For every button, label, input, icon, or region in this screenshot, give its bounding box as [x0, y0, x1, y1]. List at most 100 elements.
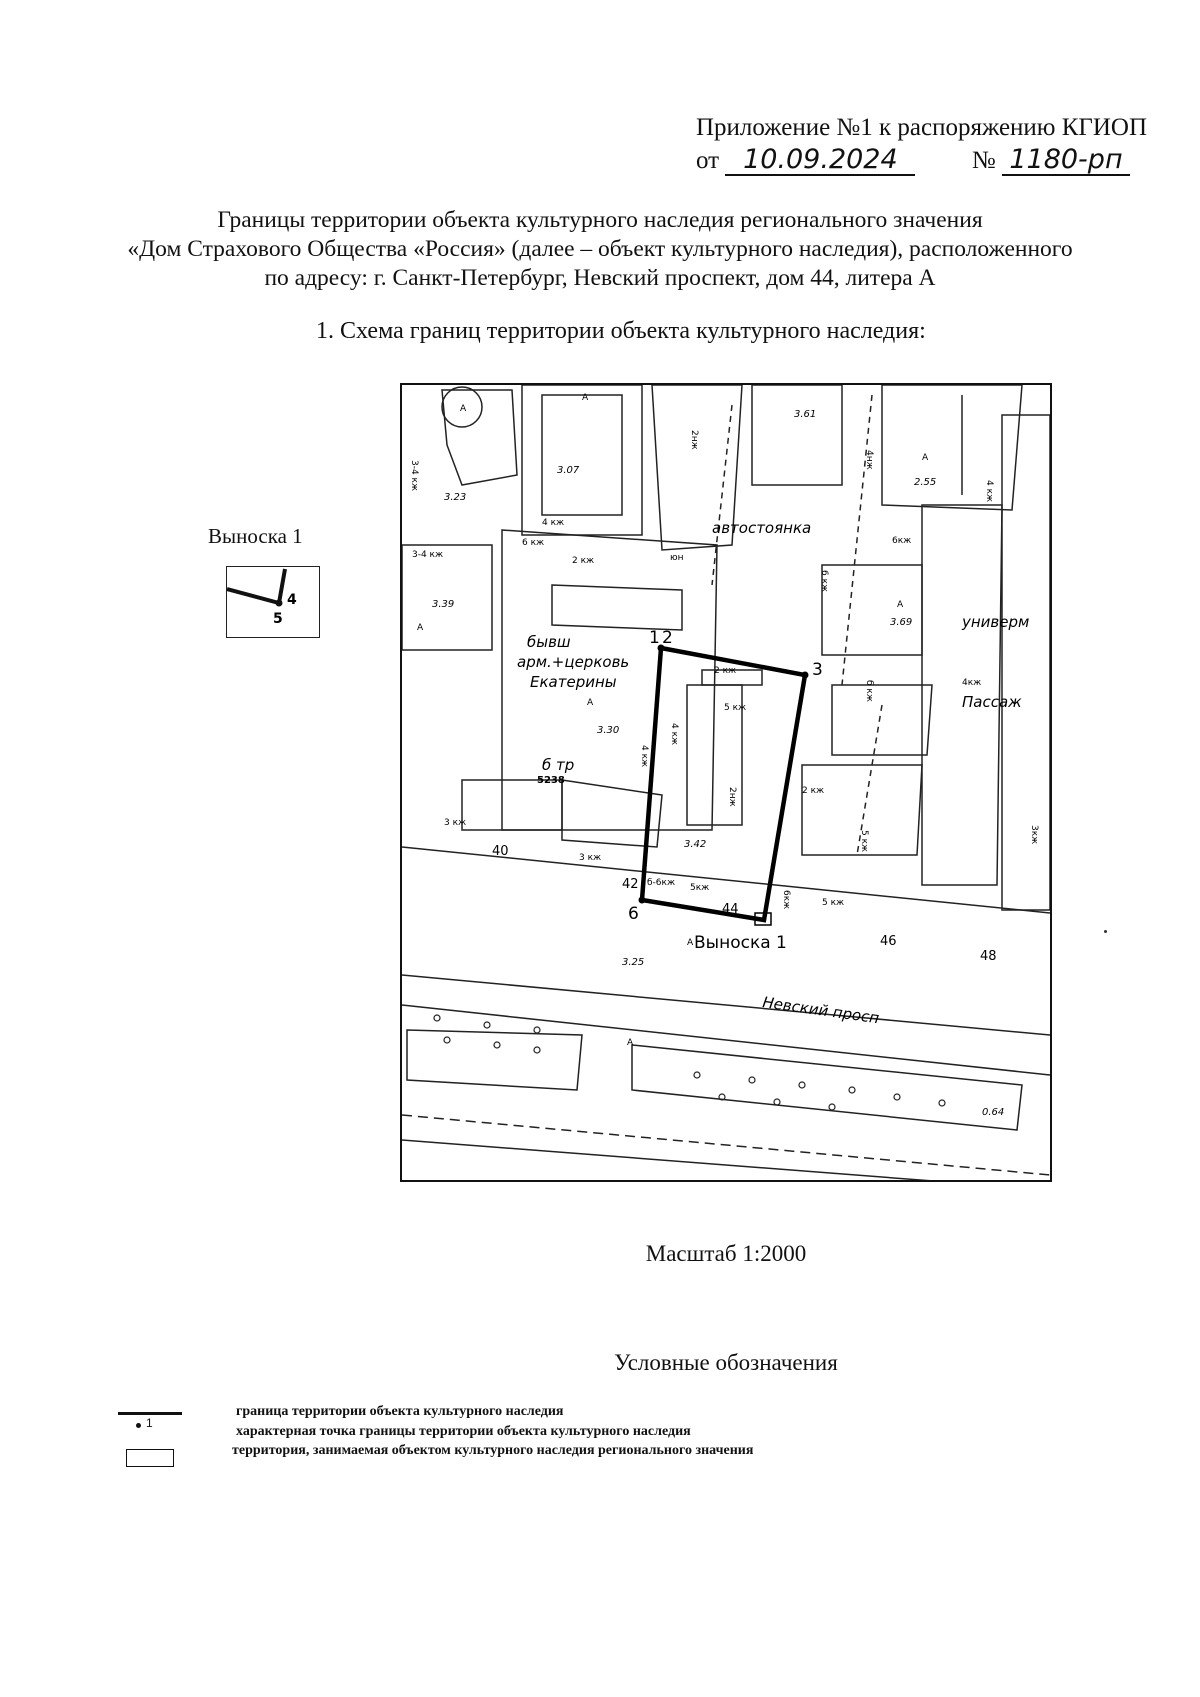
- floor-label: 3-4 кж: [412, 550, 443, 560]
- legend-item-territory: территория, занимаемая объектом культурн…: [232, 1443, 754, 1458]
- building-outline: [541, 394, 623, 516]
- letter-a: А: [417, 623, 424, 633]
- floor-label: 6 кж: [522, 538, 544, 548]
- building-outline: [521, 385, 643, 536]
- tram-line: [402, 1114, 1050, 1176]
- callout-box: 4 5: [226, 566, 320, 638]
- floor-label: юн: [670, 553, 684, 563]
- elevation-mark: 3.42: [684, 839, 706, 850]
- floor-label: 5 кж: [724, 703, 746, 713]
- dashed-boundary: [711, 404, 733, 586]
- tree-markers: [433, 1014, 946, 1111]
- elevation-mark: 2.55: [914, 477, 936, 488]
- callout-marker: [754, 912, 772, 926]
- letter-a: А: [627, 1038, 634, 1048]
- boundary-vertex: [638, 896, 646, 904]
- street-line-mid: [402, 974, 1050, 1036]
- median-strip: [406, 1029, 583, 1091]
- building-outline: [801, 764, 923, 856]
- floor-label: 3 кж: [444, 818, 466, 828]
- floor-label: 4кж: [962, 678, 981, 688]
- order-date-number-row: от 10.09.2024 № 1180-рп: [696, 146, 1130, 176]
- floor-label: 2нж: [727, 787, 737, 807]
- letter-a: А: [582, 393, 589, 403]
- elevation-mark: 3.39: [432, 599, 454, 610]
- callout-diagram: 4 5: [227, 568, 297, 627]
- floor-label: 2 кж: [572, 556, 594, 566]
- floor-label: 5 кж: [822, 898, 844, 908]
- elevation-mark: 0.64: [982, 1107, 1004, 1118]
- callout-reference: Выноска 1: [694, 933, 787, 953]
- floor-label: 5 кж: [859, 830, 869, 852]
- church-label-2: арм.+церковь: [517, 653, 629, 671]
- letter-a: А: [460, 404, 467, 414]
- letter-a: А: [687, 938, 694, 948]
- boundary-point-3: 3: [812, 660, 823, 680]
- elevation-mark: 3.25: [622, 957, 644, 968]
- building-outline: [402, 544, 493, 651]
- callout-point-b: 5: [273, 611, 283, 627]
- building-outline: [501, 529, 718, 831]
- floor-label: 5кж: [690, 883, 709, 893]
- house-number-40: 40: [492, 844, 509, 859]
- round-feature: [441, 386, 483, 428]
- house-number-48: 48: [980, 949, 997, 964]
- parking-label: автостоянка: [712, 519, 811, 537]
- elevation-mark: 3.61: [794, 409, 816, 420]
- building-outline: [651, 385, 743, 551]
- building-outline: [1001, 414, 1050, 911]
- letter-a: А: [897, 600, 904, 610]
- transformer-code: 5238: [537, 775, 565, 786]
- section-heading: 1. Схема границ территории объекта культ…: [316, 318, 926, 344]
- letter-a: А: [922, 453, 929, 463]
- legend-title: Условные обозначения: [614, 1350, 838, 1375]
- floor-label: 3кж: [1029, 825, 1039, 844]
- median-strip: [631, 1044, 1023, 1131]
- street-line-north: [402, 846, 1050, 914]
- prospect-label: Невский просп: [761, 993, 880, 1027]
- document-title: Границы территории объекта культурного н…: [60, 206, 1140, 293]
- building-outline: [441, 389, 518, 486]
- map-scale: Масштаб 1:2000: [645, 1241, 807, 1266]
- title-line-3: по адресу: г. Санкт-Петербург, Невский п…: [264, 265, 936, 291]
- house-number-44: 44: [722, 902, 739, 917]
- elevation-mark: 3.23: [444, 492, 466, 503]
- scan-speck: [1104, 930, 1107, 933]
- floor-label: 2нж: [689, 430, 699, 450]
- callout-point-a: 4: [287, 592, 297, 608]
- handwritten-number: 1180-рп: [1001, 146, 1130, 176]
- house-number-42: 42: [622, 877, 639, 892]
- house-number-46: 46: [880, 934, 897, 949]
- street-line-south: [402, 1004, 1050, 1076]
- legend-boundary-line-symbol: [118, 1412, 182, 1415]
- legend-point-number: 1: [146, 1416, 153, 1430]
- building-outline: [821, 564, 923, 656]
- legend-item-boundary: граница территории объекта культурного н…: [236, 1404, 564, 1419]
- from-prefix: от: [696, 147, 720, 174]
- dashed-boundary: [841, 394, 873, 686]
- cadastral-map: 1 2 3 6 Выноска 1 40 42 44 46 48 автосто…: [402, 385, 1050, 1180]
- object-boundary: [639, 645, 808, 923]
- floor-label: 4 кж: [639, 745, 649, 767]
- floor-label: 2 кж: [714, 666, 736, 676]
- title-line-1: Границы территории объекта культурного н…: [217, 207, 983, 233]
- building-outline: [461, 779, 563, 831]
- elevation-mark: 3.07: [557, 465, 580, 476]
- floor-label: 3-4 кж: [409, 460, 419, 491]
- passage-label: Пассаж: [962, 693, 1022, 711]
- floor-label: б кж: [864, 680, 874, 702]
- floor-label: 6 кж: [819, 570, 829, 592]
- church-label-3: Екатерины: [530, 673, 617, 691]
- building-outline: [561, 779, 663, 848]
- boundary-vertex: [657, 644, 665, 652]
- floor-label: 4нж: [864, 450, 874, 470]
- building-outline: [881, 385, 1023, 511]
- elevation-mark: 3.30: [597, 725, 619, 736]
- floor-label: б-6кж: [647, 878, 675, 888]
- univermag-label: универм: [961, 613, 1029, 631]
- map-frame: 1 2 3 6 Выноска 1 40 42 44 46 48 автосто…: [400, 383, 1052, 1182]
- boundary-point-6: 6: [628, 904, 639, 924]
- boundary-vertex: [801, 671, 809, 679]
- building-outline: [921, 504, 1003, 886]
- floor-label: 6кж: [781, 890, 791, 909]
